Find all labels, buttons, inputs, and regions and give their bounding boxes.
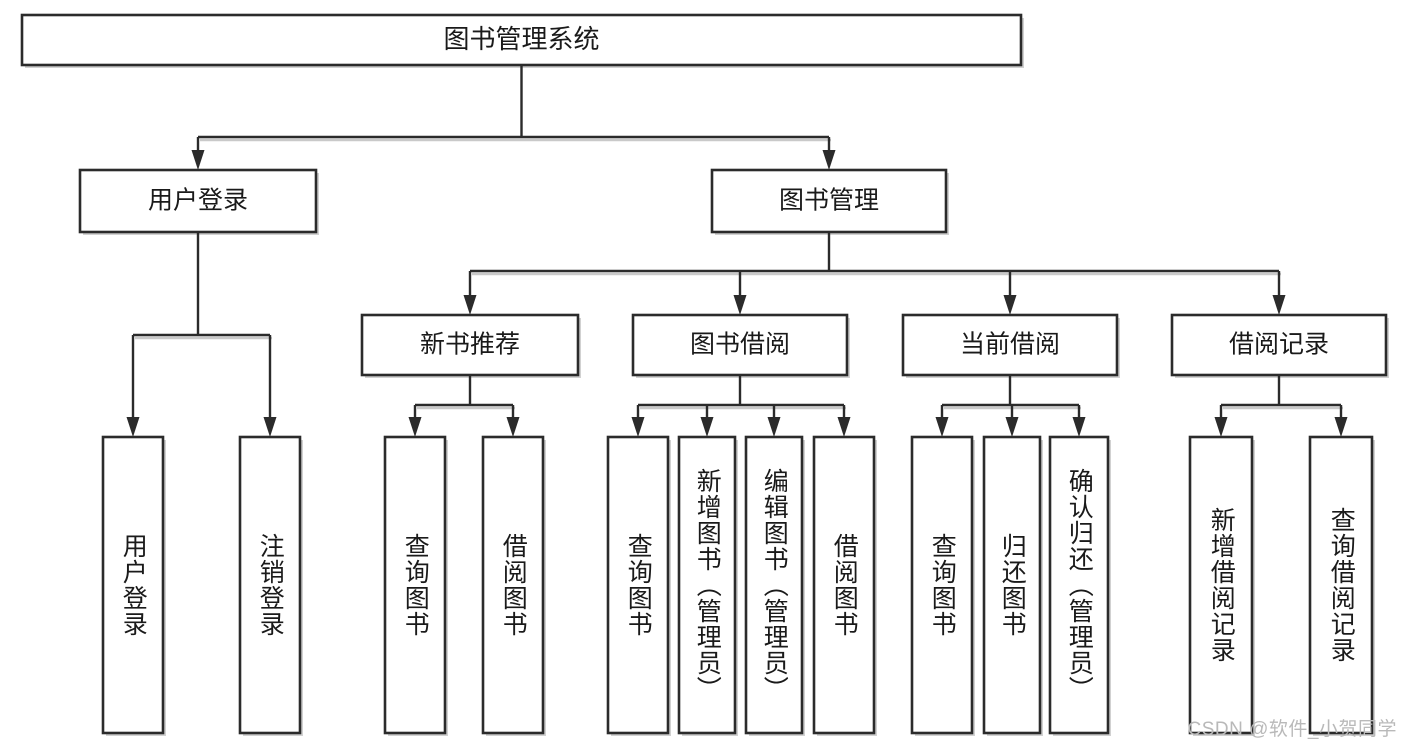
node-label-root: 图书管理系统	[443, 24, 599, 54]
node-label-login: 用户登录	[148, 187, 248, 215]
node-label-records: 借阅记录	[1229, 331, 1329, 359]
node-leaf-6[interactable]	[677, 435, 737, 735]
watermark-text: CSDN @软件_小贺同学	[1187, 719, 1397, 740]
node-leaf-10[interactable]	[982, 435, 1042, 735]
node-leaf-13[interactable]	[1308, 435, 1374, 735]
connector-bus-newbook	[408, 375, 520, 437]
node-login[interactable]	[78, 168, 318, 234]
node-records[interactable]	[1170, 313, 1388, 377]
node-leaf-5[interactable]	[606, 435, 670, 735]
node-leaf-2[interactable]	[238, 435, 302, 735]
node-bookmgmt[interactable]	[710, 168, 948, 234]
node-current[interactable]	[901, 313, 1119, 377]
connector-bus-root	[191, 65, 836, 170]
node-leaf-1[interactable]	[101, 435, 165, 735]
node-leaf-3[interactable]	[383, 435, 447, 735]
node-leaf-12[interactable]	[1188, 435, 1254, 735]
connector-bus-borrow	[631, 375, 851, 437]
node-leaf-4[interactable]	[481, 435, 545, 735]
node-leaf-7[interactable]	[744, 435, 804, 735]
connector-bus-bookmgmt	[463, 232, 1286, 315]
node-borrow[interactable]	[631, 313, 849, 377]
node-leaf-9[interactable]	[910, 435, 974, 735]
node-leaf-8[interactable]	[812, 435, 876, 735]
node-root[interactable]	[20, 13, 1023, 67]
node-label-borrow: 图书借阅	[690, 331, 790, 359]
connector-bus-records	[1214, 375, 1348, 437]
connector-bus-login	[126, 232, 277, 437]
node-newbook[interactable]	[360, 313, 580, 377]
node-label-newbook: 新书推荐	[420, 331, 520, 359]
node-label-current: 当前借阅	[960, 331, 1060, 359]
connector-bus-current	[935, 375, 1086, 437]
node-label-bookmgmt: 图书管理	[779, 187, 879, 215]
node-leaf-11[interactable]	[1048, 435, 1110, 735]
